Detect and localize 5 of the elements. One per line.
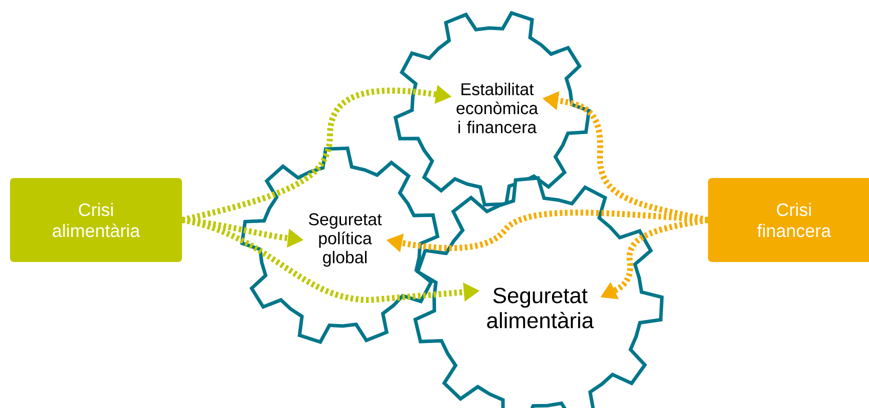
cause-box: Crisi alimentària [10, 178, 182, 262]
gear-label: Seguretat alimentària [487, 288, 594, 328]
cause-box: Crisi financera [708, 178, 869, 262]
gear-label: Seguretat política global [308, 213, 382, 267]
gear-label: Estabilitat econòmica i financera [456, 82, 538, 134]
